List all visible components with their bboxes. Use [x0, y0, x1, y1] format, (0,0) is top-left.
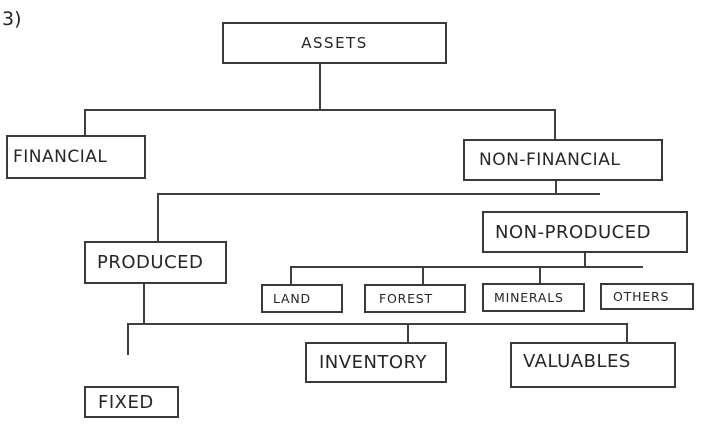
node-valuables: VALUABLES: [510, 342, 676, 388]
node-fixed: FIXED: [84, 386, 179, 418]
connector-non-financial-drop: [554, 109, 556, 139]
node-produced: PRODUCED: [84, 241, 227, 284]
connector-minerals-drop: [539, 266, 541, 283]
connector-assets-stem: [319, 64, 321, 110]
connector-land-drop: [290, 266, 292, 284]
node-non-financial: NON-FINANCIAL: [463, 139, 663, 181]
node-inventory-label: INVENTORY: [319, 352, 427, 373]
connector-produced-stem: [143, 284, 145, 325]
connector-inventory-drop: [407, 323, 409, 342]
node-financial-label: FINANCIAL: [13, 147, 108, 167]
node-forest-label: FOREST: [379, 291, 433, 306]
node-assets: ASSETS: [222, 22, 447, 64]
node-minerals: MINERALS: [482, 283, 585, 312]
node-financial: FINANCIAL: [6, 135, 146, 179]
connector-non-produced-stem: [584, 253, 586, 268]
connector-produced-drop: [157, 193, 159, 241]
page-label: 3): [2, 8, 22, 30]
node-assets-label: ASSETS: [301, 34, 368, 52]
node-non-financial-label: NON-FINANCIAL: [479, 150, 621, 170]
node-minerals-label: MINERALS: [494, 290, 564, 305]
connector-forest-drop: [422, 266, 424, 284]
connector-assets-children-rail: [84, 109, 556, 111]
connector-produced-children-rail: [127, 323, 628, 325]
connector-fixed-drop: [127, 323, 129, 355]
node-others: OTHERS: [600, 283, 694, 310]
node-inventory: INVENTORY: [305, 342, 447, 383]
connector-non-produced-children-rail: [290, 266, 643, 268]
node-land-label: LAND: [273, 291, 311, 306]
node-non-produced: NON-PRODUCED: [482, 211, 688, 253]
connector-valuables-drop: [626, 323, 628, 342]
node-forest: FOREST: [364, 284, 466, 313]
node-valuables-label: VALUABLES: [523, 351, 631, 372]
node-non-produced-label: NON-PRODUCED: [495, 221, 651, 243]
connector-financial-drop: [84, 109, 86, 141]
node-others-label: OTHERS: [613, 289, 670, 304]
node-fixed-label: FIXED: [98, 391, 154, 413]
node-produced-label: PRODUCED: [97, 252, 204, 273]
connector-non-financial-children-rail: [157, 193, 600, 195]
node-land: LAND: [261, 284, 343, 313]
connector-non-financial-stem: [555, 180, 557, 195]
